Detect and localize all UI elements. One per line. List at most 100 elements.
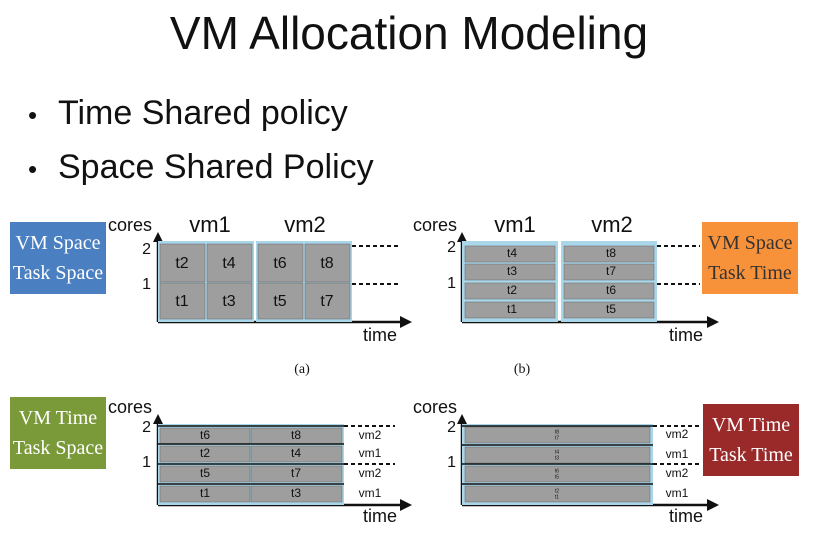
diagram-a-caption: (a) <box>294 362 310 377</box>
diagram-c-tick-1: 1 <box>142 454 151 471</box>
diagram-b-cell <box>464 282 556 300</box>
diagram-b-y-label: cores <box>413 215 457 235</box>
diagram-d-vm-label: vm2 <box>666 466 689 480</box>
diagram-c-task-label: t3 <box>291 486 301 500</box>
diagram-a-task-label: t1 <box>175 293 188 310</box>
diagram-c-y-arrow <box>153 414 163 424</box>
diagram-a-cell <box>304 282 351 320</box>
diagram-a-tick-1: 1 <box>142 276 151 293</box>
diagram-d-task-label: t6 <box>555 468 559 474</box>
diagram-b-task-label: t4 <box>507 246 517 260</box>
diagram-b-task-label: t7 <box>606 264 616 278</box>
diagram-b-task-label: t2 <box>507 283 517 297</box>
diagram-b-task-label: t3 <box>507 264 517 278</box>
label-line: Task Time <box>709 444 793 466</box>
diagram-a-vm2-label: vm2 <box>284 212 326 237</box>
diagram-c-cell <box>159 485 251 503</box>
diagram-d-x-arrow <box>707 499 719 511</box>
diagram-a-y-label: cores <box>108 215 152 235</box>
diagram-b-task-label: t5 <box>606 302 616 316</box>
diagram-a-task-label: t6 <box>273 255 286 272</box>
diagram-a-y-arrow <box>153 232 163 242</box>
diagram-a-tick-2: 2 <box>142 241 151 258</box>
diagram-b-x-label: time <box>669 325 703 345</box>
diagram-d-tick-2: 2 <box>447 419 456 436</box>
diagram-d-task-label: t3 <box>555 455 559 461</box>
diagram-b-cell <box>464 301 556 319</box>
diagram-a-task-label: t7 <box>320 293 333 310</box>
diagram-b-tick-1: 1 <box>447 275 456 292</box>
diagram-d-task-label: t2 <box>555 488 559 494</box>
diagram-a-task-label: t4 <box>222 255 235 272</box>
diagram-d-task-label: t7 <box>555 435 559 441</box>
bullet-icon: • <box>28 153 38 184</box>
bullet-text: Time Shared policy <box>58 94 348 132</box>
diagram-b-cell <box>563 282 655 300</box>
diagram-a-cell <box>206 282 253 320</box>
diagram-c-task-label: t1 <box>200 486 210 500</box>
slide-title: VM Allocation Modeling <box>169 7 649 59</box>
diagram-d-y-arrow <box>457 414 467 424</box>
diagram-b-cell <box>464 263 556 281</box>
diagram-a-vm1-label: vm1 <box>189 212 231 237</box>
diagram-b-vm2-label: vm2 <box>591 212 633 237</box>
diagram-c-tick-2: 2 <box>142 419 151 436</box>
diagram-c-task-label: t6 <box>200 428 210 442</box>
diagram-d-cell <box>464 446 651 464</box>
diagram-a-task-label: t5 <box>273 293 286 310</box>
diagram-d-y-label: cores <box>413 397 457 417</box>
diagram-a-task-label: t2 <box>175 255 188 272</box>
diagram-c-task-label: t2 <box>200 446 210 460</box>
diagram-c-cell <box>250 445 343 463</box>
diagram-d-task-label: t8 <box>555 429 559 435</box>
diagram-b-vm1-label: vm1 <box>494 212 536 237</box>
diagram-d-cell <box>464 485 651 503</box>
diagram-b-x-arrow <box>707 316 719 328</box>
diagram-a-task-label: t3 <box>222 293 235 310</box>
diagram-a-cell <box>159 282 206 320</box>
diagram-d-task-label: t1 <box>555 494 559 500</box>
bullet-space-shared: • Space Shared Policy <box>28 148 374 187</box>
diagram-c-cell <box>250 465 343 483</box>
diagram-d-vm-label: vm2 <box>666 427 689 441</box>
diagram-a-task-label: t8 <box>320 255 333 272</box>
label-line: VM Time <box>711 414 791 436</box>
diagram-b-task-label: t1 <box>507 302 517 316</box>
diagram-b-task-label: t8 <box>606 246 616 260</box>
diagram-c-task-label: t4 <box>291 446 301 460</box>
diagram-d-task-label: t4 <box>555 449 559 455</box>
diagram-a-x-label: time <box>363 325 397 345</box>
diagram-a-cell <box>159 243 206 283</box>
diagram-b-cell <box>563 263 655 281</box>
diagram-d-vm-label: vm1 <box>666 447 689 461</box>
diagram-b-cell <box>464 245 556 263</box>
diagram-c-cell <box>250 485 343 503</box>
diagram-c-x-arrow <box>400 499 412 511</box>
diagram-a-cell <box>257 282 304 320</box>
diagram-b-cell <box>563 245 655 263</box>
diagram-c-y-label: cores <box>108 397 152 417</box>
diagram-c-vm-label: vm2 <box>359 428 382 442</box>
label-line: VM Space <box>15 232 101 254</box>
label-line: VM Space <box>707 232 793 254</box>
diagram-c-x-label: time <box>363 506 397 526</box>
diagram-c-cell <box>159 465 251 483</box>
diagram-b-tick-2: 2 <box>447 239 456 256</box>
label-line: Task Time <box>708 262 792 284</box>
diagram-d-vm-label: vm1 <box>666 486 689 500</box>
bullet-text: Space Shared Policy <box>58 148 374 186</box>
diagram-a-x-arrow <box>400 316 412 328</box>
diagram-a-cell <box>304 243 351 283</box>
diagram-d-x-label: time <box>669 506 703 526</box>
diagram-c-vm-label: vm1 <box>359 486 382 500</box>
diagram-c-task-label: t7 <box>291 466 301 480</box>
diagram-b-task-label: t6 <box>606 283 616 297</box>
label-line: Task Space <box>12 437 104 459</box>
diagram-c-vm-label: vm2 <box>359 466 382 480</box>
diagram-b-caption: (b) <box>514 362 531 377</box>
diagram-a-cell <box>257 243 304 283</box>
bullet-time-shared: •Time Shared policy <box>28 94 348 133</box>
